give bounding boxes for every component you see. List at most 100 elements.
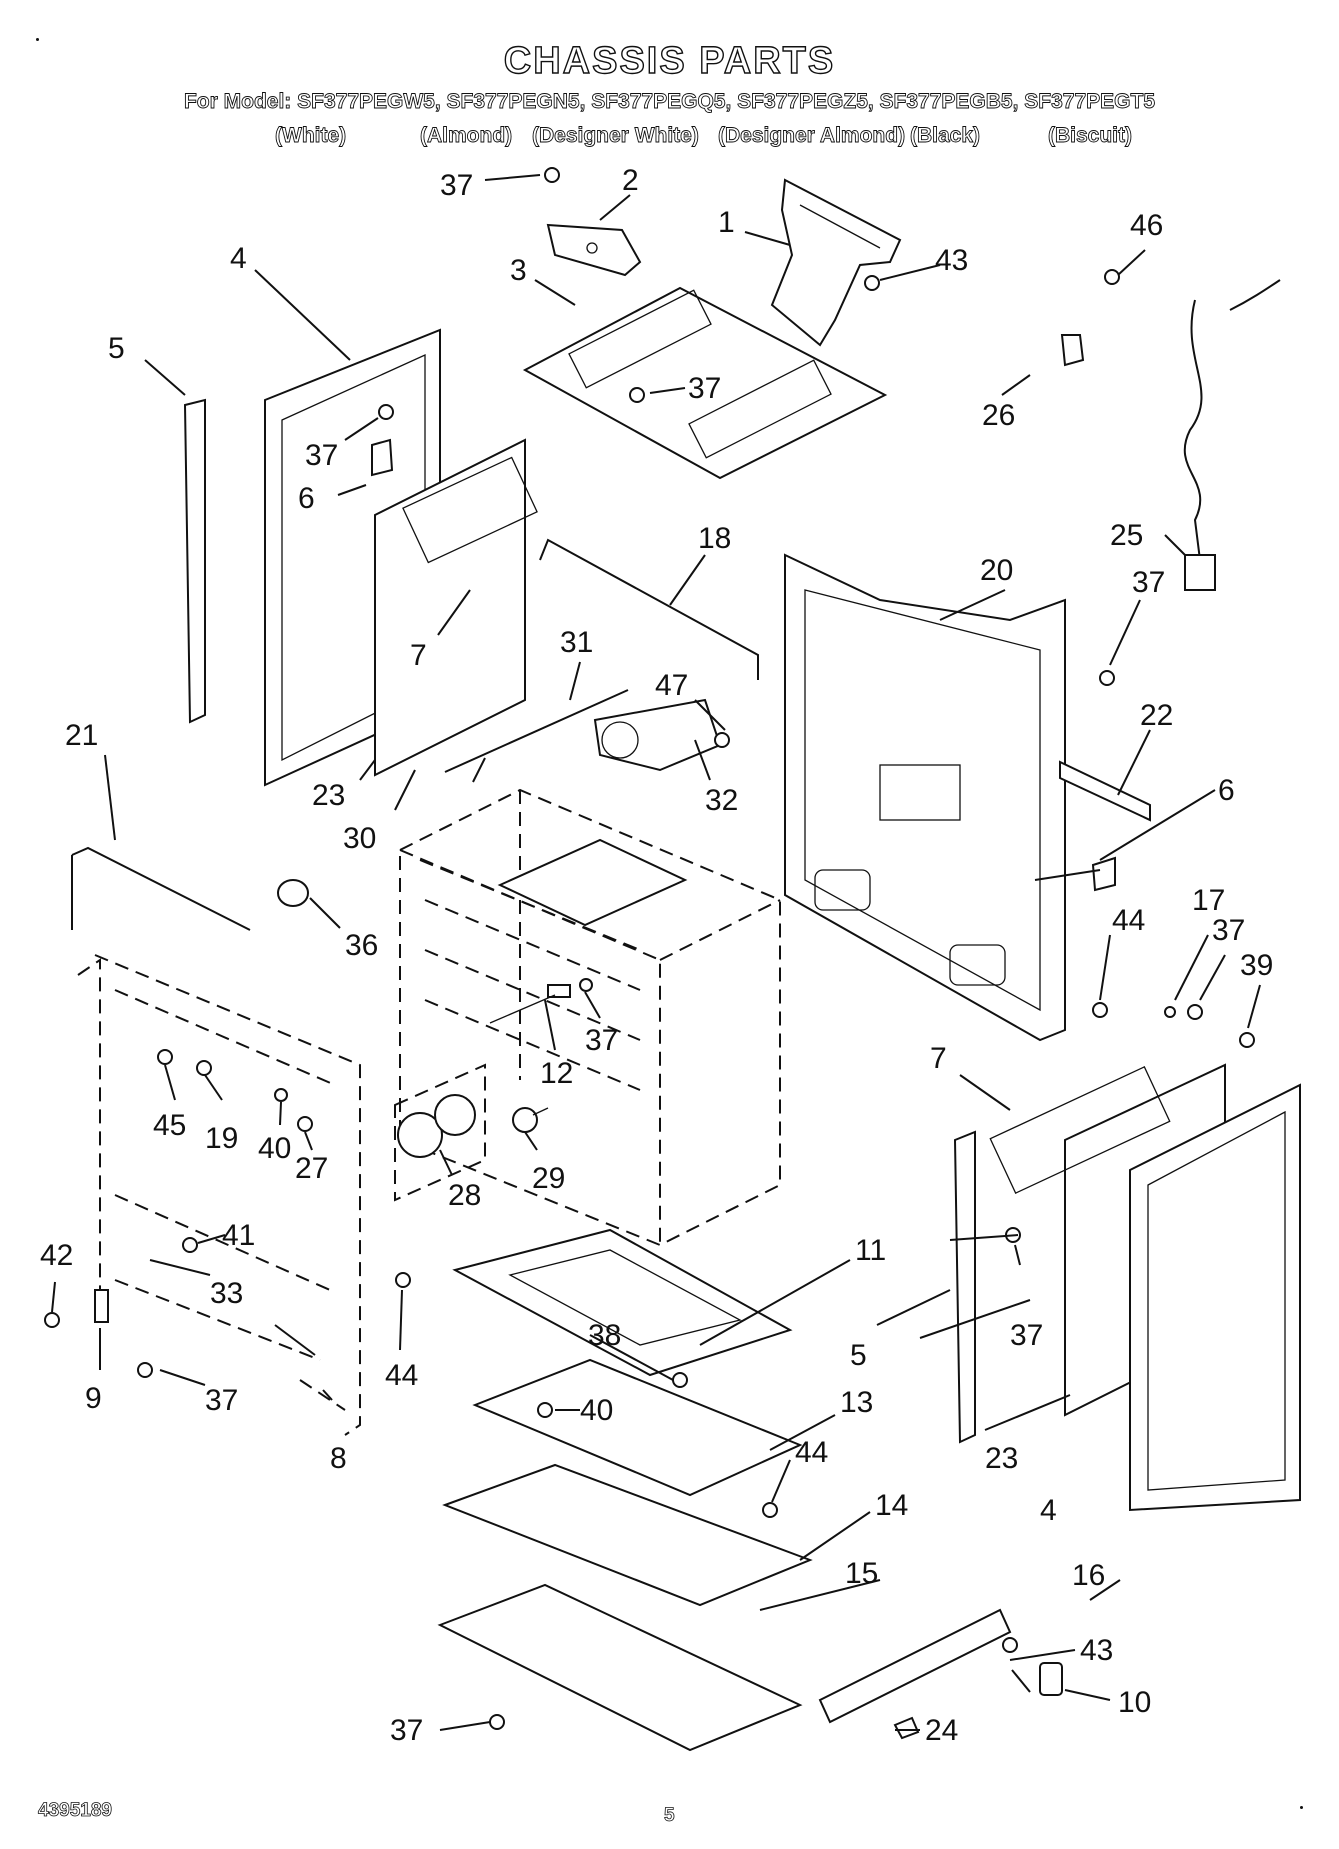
callout-1: 1 — [718, 206, 735, 239]
callout-45: 45 — [153, 1109, 186, 1142]
callout-40: 40 — [258, 1132, 291, 1165]
part-10-foot — [1039, 1662, 1063, 1696]
part-5-left-side-trim — [183, 398, 206, 724]
callout-38: 38 — [588, 1319, 621, 1352]
variant-designer-almond: (Designer Almond) — [718, 124, 906, 148]
variant-almond: (Almond) — [420, 124, 513, 148]
part-24-clip — [893, 1716, 920, 1740]
part-5-right-side-trim — [953, 1130, 976, 1444]
variant-black: (Black) — [910, 124, 981, 148]
callout-10: 10 — [1118, 1686, 1151, 1719]
callout-18: 18 — [698, 522, 731, 555]
callout-37f: 37 — [585, 1024, 618, 1057]
variant-white: (White) — [275, 124, 347, 148]
part-36-knob — [277, 879, 309, 907]
part-7-left-insulation — [374, 438, 538, 777]
callout-20: 20 — [980, 554, 1013, 587]
document-number: 4395189 — [38, 1800, 113, 1822]
callout-26: 26 — [982, 399, 1015, 432]
part-21-door-frame — [71, 846, 361, 1436]
model-line: For Model: SF377PEGW5, SF377PEGN5, SF377… — [183, 90, 1156, 114]
callout-17: 17 — [1192, 884, 1225, 917]
callout-13: 13 — [840, 1386, 873, 1419]
callout-37c: 37 — [305, 439, 338, 472]
callout-21: 21 — [65, 719, 98, 752]
callout-labels: 37 2 1 43 46 3 37 4 5 37 6 7 26 25 18 20… — [40, 164, 1273, 1747]
part-4-right-side-panel — [1129, 1083, 1301, 1512]
callout-25: 25 — [1110, 519, 1143, 552]
callout-44c: 44 — [795, 1436, 828, 1469]
callout-7b: 7 — [930, 1042, 947, 1075]
callout-22: 22 — [1140, 699, 1173, 732]
callout-36: 36 — [345, 929, 378, 962]
variant-designer-white: (Designer White) — [532, 124, 700, 148]
part-31-rod — [444, 689, 629, 773]
callout-16: 16 — [1072, 1559, 1105, 1592]
callout-37h: 37 — [205, 1384, 238, 1417]
callout-44b: 44 — [385, 1359, 418, 1392]
page-title: CHASSIS PARTS — [503, 39, 836, 82]
part-2-bracket — [546, 223, 642, 277]
callout-40b: 40 — [580, 1394, 613, 1427]
callout-33: 33 — [210, 1277, 243, 1310]
callout-15: 15 — [845, 1557, 878, 1590]
callout-43: 43 — [935, 244, 968, 277]
part-12-switch — [489, 984, 571, 1024]
page-number: 5 — [664, 1805, 675, 1827]
part-26-clip — [1060, 334, 1085, 367]
callout-12: 12 — [540, 1057, 573, 1090]
callout-7: 7 — [410, 639, 427, 672]
callout-39: 39 — [1240, 949, 1273, 982]
part-15-drawer-bottom — [437, 1583, 803, 1752]
callout-23b: 23 — [985, 1442, 1018, 1475]
callout-3: 3 — [510, 254, 527, 287]
corner-mark-top — [36, 38, 39, 41]
callout-5: 5 — [108, 332, 125, 365]
callout-23: 23 — [312, 779, 345, 812]
screw-icons — [44, 167, 1255, 1730]
callout-37i: 37 — [390, 1714, 423, 1747]
callout-27: 27 — [295, 1152, 328, 1185]
part-25-power-cord — [1183, 279, 1281, 591]
callout-42: 42 — [40, 1239, 73, 1272]
leader-lines — [51, 174, 1261, 1731]
callout-41: 41 — [222, 1219, 255, 1252]
callout-9: 9 — [85, 1382, 102, 1415]
callout-37: 37 — [440, 169, 473, 202]
part-6-bracket-right — [1091, 856, 1116, 892]
callout-32: 32 — [705, 784, 738, 817]
callout-37e: 37 — [1212, 914, 1245, 947]
callout-29: 29 — [532, 1162, 565, 1195]
oven-cavity — [399, 788, 781, 1247]
callout-24: 24 — [925, 1714, 958, 1747]
part-20-rear-panel — [784, 553, 1066, 1042]
callout-6: 6 — [298, 482, 315, 515]
callout-37g: 37 — [1010, 1319, 1043, 1352]
callout-5b: 5 — [850, 1339, 867, 1372]
callout-11: 11 — [855, 1234, 886, 1267]
callout-14: 14 — [875, 1489, 908, 1522]
part-16-bracket — [818, 1608, 1012, 1724]
corner-mark-bottom — [1300, 1806, 1303, 1809]
callout-19: 19 — [205, 1122, 238, 1155]
callout-8: 8 — [330, 1442, 347, 1475]
part-32-burner-valve — [593, 698, 722, 772]
callout-31: 31 — [560, 626, 593, 659]
callout-2: 2 — [622, 164, 639, 197]
part-18-gasket — [539, 538, 759, 680]
part-8-door-inner — [299, 1379, 346, 1411]
part-9-hinge — [94, 1289, 109, 1323]
part-22-rail — [1059, 760, 1151, 822]
callout-37d: 37 — [1132, 566, 1165, 599]
part-11-broil-pan — [452, 1228, 793, 1377]
callout-6b: 6 — [1218, 774, 1235, 807]
part-13-drawer-slide — [472, 1358, 803, 1497]
callout-46: 46 — [1130, 209, 1163, 242]
callout-47: 47 — [655, 669, 688, 702]
part-28-light-assembly — [394, 1063, 486, 1202]
variant-biscuit: (Biscuit) — [1048, 124, 1133, 148]
callout-37b: 37 — [688, 372, 721, 405]
callout-30: 30 — [343, 822, 376, 855]
callout-44: 44 — [1112, 904, 1145, 937]
